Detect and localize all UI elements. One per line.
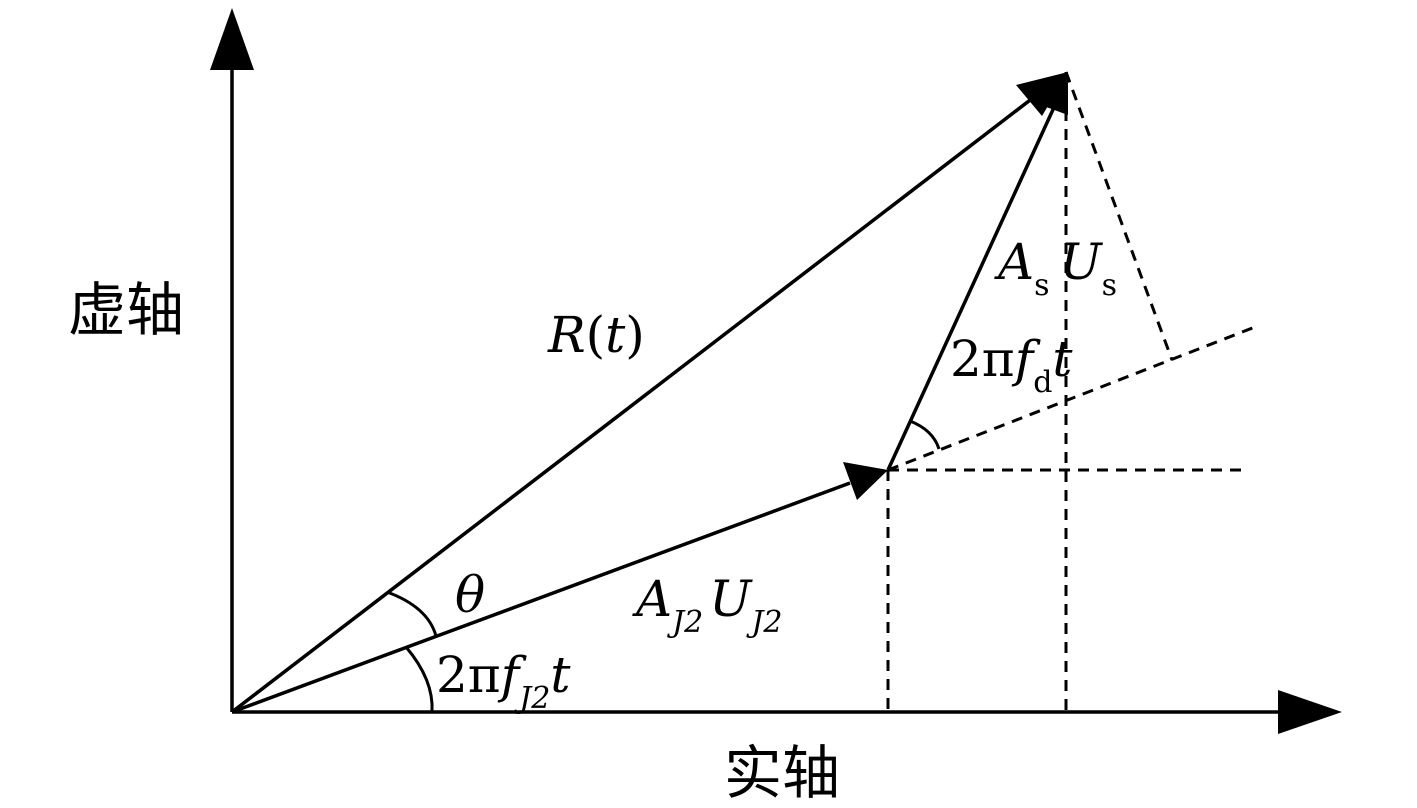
resultant-label: R(t)	[547, 306, 645, 364]
jammer-vector	[231, 481, 851, 714]
jammer-angle-arc	[404, 646, 434, 713]
imaginary-axis-label: 虚轴	[68, 276, 184, 344]
signal-vector	[886, 102, 1058, 471]
real-axis-arrowhead	[1278, 690, 1342, 734]
resultant-vector	[230, 92, 1040, 714]
theta-label: θ	[455, 566, 485, 624]
perpendicular-drop	[1064, 71, 1174, 361]
doppler-angle-arc	[909, 419, 941, 450]
doppler-angle-label: 2πfdt	[950, 330, 1073, 400]
jammer-arrowhead	[843, 462, 888, 500]
signal-arrowhead	[1038, 72, 1068, 115]
jammer-angle-label: 2πfJ2t	[436, 646, 571, 716]
theta-arc	[386, 590, 438, 637]
resultant-arrowhead	[1016, 72, 1068, 116]
jammer-direction-extension	[887, 325, 1256, 472]
real-axis-label: 实轴	[724, 739, 840, 807]
imaginary-axis-arrowhead	[210, 8, 254, 70]
